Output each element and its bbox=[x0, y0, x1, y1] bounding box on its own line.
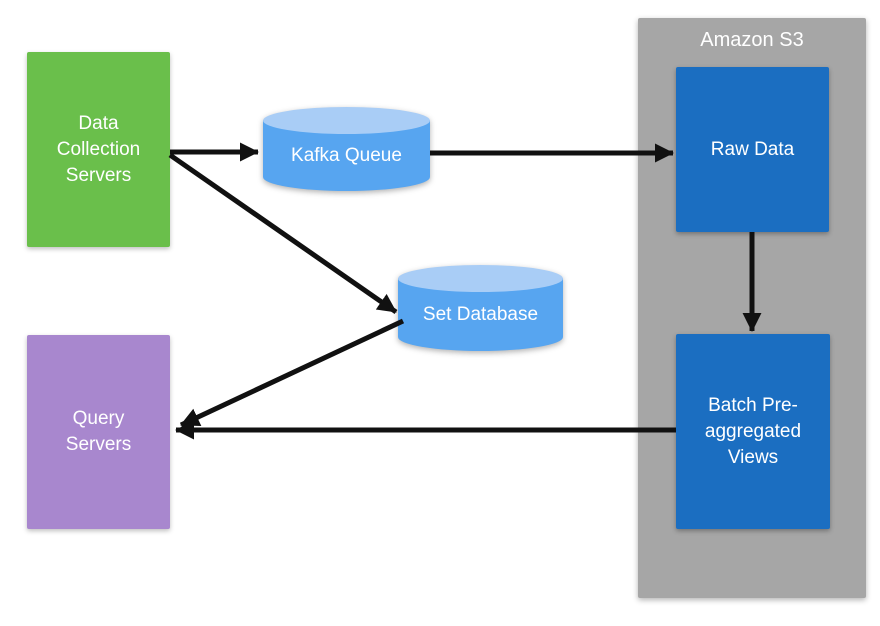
node-amazon-s3-label: Amazon S3 bbox=[700, 29, 804, 51]
node-raw-data-label: Raw Data bbox=[710, 138, 795, 160]
node-kafka-queue: Kafka Queue bbox=[263, 107, 430, 191]
node-data-collection-servers-label: Data Collection Servers bbox=[56, 112, 141, 186]
node-set-database-label: Set Database bbox=[422, 303, 539, 325]
cylinder-top-ellipse bbox=[263, 107, 430, 134]
node-batch-preaggregated-views-label: Batch Pre-aggregated Views bbox=[704, 394, 802, 468]
node-kafka-queue-label: Kafka Queue bbox=[291, 144, 402, 166]
node-query-servers-label: Query Servers bbox=[65, 408, 132, 455]
node-query-servers: Query Servers bbox=[27, 335, 170, 529]
node-set-database: Set Database bbox=[398, 265, 563, 351]
node-data-collection-servers: Data Collection Servers bbox=[27, 52, 170, 247]
node-raw-data: Raw Data bbox=[676, 67, 829, 232]
cylinder-top-ellipse bbox=[398, 265, 563, 292]
arrow-set-database-to-query-servers bbox=[179, 318, 405, 428]
node-batch-preaggregated-views: Batch Pre-aggregated Views bbox=[676, 334, 830, 529]
